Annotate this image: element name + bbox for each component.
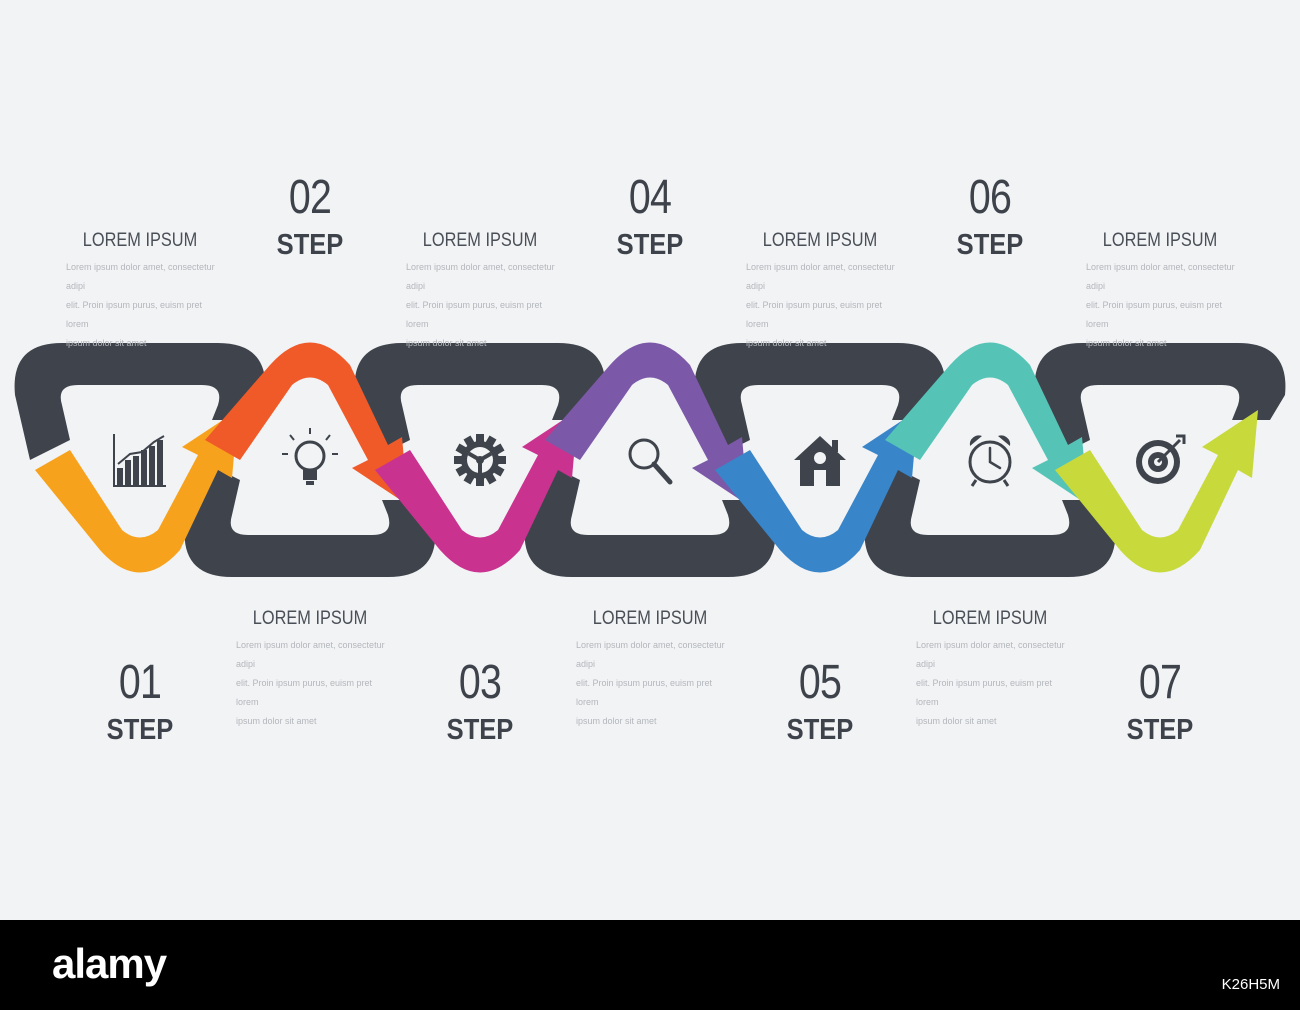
lightbulb-icon — [282, 428, 338, 485]
step-title: LOREM IPSUM — [252, 608, 368, 629]
footer-logo: alamy — [52, 940, 167, 987]
step-description: Lorem ipsum dolor amet, consectetur adip… — [746, 258, 898, 353]
step-description: Lorem ipsum dolor amet, consectetur adip… — [66, 258, 218, 353]
chain-link-07 — [1034, 343, 1286, 460]
house-icon — [794, 436, 846, 486]
description-line: elit. Proin ipsum purus, euism pret lore… — [66, 300, 203, 329]
magnifier-icon — [628, 438, 673, 485]
step-title: LOREM IPSUM — [592, 608, 708, 629]
chain-link-02 — [184, 460, 436, 577]
step-number-01: 01 — [118, 656, 162, 709]
description-line: Lorem ipsum dolor amet, consectetur adip… — [236, 640, 385, 669]
step-label: STEP — [616, 229, 684, 261]
arrow-step-03 — [375, 410, 578, 573]
description-line: elit. Proin ipsum purus, euism pret lore… — [916, 678, 1053, 707]
infographic — [14, 342, 1286, 577]
step-number-05: 05 — [798, 656, 842, 709]
bar-chart-icon — [113, 434, 166, 487]
step-label: STEP — [1126, 714, 1194, 746]
step-title: LOREM IPSUM — [82, 230, 198, 251]
step-label: STEP — [106, 714, 174, 746]
arrow-step-01 — [35, 410, 238, 573]
description-line: ipsum dolor sit amet — [236, 716, 317, 726]
step-number-07: 07 — [1138, 656, 1182, 709]
description-line: Lorem ipsum dolor amet, consectetur adip… — [1086, 262, 1235, 291]
arrow-step-02 — [205, 342, 408, 505]
step-label: STEP — [786, 714, 854, 746]
description-line: ipsum dolor sit amet — [1086, 338, 1167, 348]
description-line: ipsum dolor sit amet — [66, 338, 147, 348]
arrow-step-06 — [885, 342, 1088, 505]
description-line: ipsum dolor sit amet — [576, 716, 657, 726]
description-line: ipsum dolor sit amet — [406, 338, 487, 348]
description-line: elit. Proin ipsum purus, euism pret lore… — [1086, 300, 1223, 329]
arrow-step-05 — [715, 410, 918, 573]
gear-icon — [454, 434, 506, 486]
step-arrows — [35, 342, 1258, 573]
step-title: LOREM IPSUM — [762, 230, 878, 251]
description-line: elit. Proin ipsum purus, euism pret lore… — [406, 300, 543, 329]
chain-link-05 — [694, 343, 946, 460]
step-title: LOREM IPSUM — [932, 608, 1048, 629]
step-title: LOREM IPSUM — [1102, 230, 1218, 251]
alarm-clock-icon — [968, 435, 1012, 487]
chain-links — [14, 343, 1286, 577]
chain-link-01 — [14, 343, 266, 460]
step-title: LOREM IPSUM — [422, 230, 538, 251]
step-description: Lorem ipsum dolor amet, consectetur adip… — [236, 636, 388, 731]
process-diagram — [14, 342, 1286, 577]
description-line: Lorem ipsum dolor amet, consectetur adip… — [406, 262, 555, 291]
description-line: ipsum dolor sit amet — [746, 338, 827, 348]
description-line: Lorem ipsum dolor amet, consectetur adip… — [916, 640, 1065, 669]
step-description: Lorem ipsum dolor amet, consectetur adip… — [406, 258, 558, 353]
chain-link-04 — [524, 460, 776, 577]
step-icons — [113, 428, 1186, 487]
target-icon — [1136, 434, 1186, 484]
step-label: STEP — [956, 229, 1024, 261]
step-description: Lorem ipsum dolor amet, consectetur adip… — [916, 636, 1068, 731]
description-line: Lorem ipsum dolor amet, consectetur adip… — [66, 262, 215, 291]
description-line: elit. Proin ipsum purus, euism pret lore… — [746, 300, 883, 329]
step-label: STEP — [276, 229, 344, 261]
step-number-02: 02 — [288, 171, 332, 224]
description-line: Lorem ipsum dolor amet, consectetur adip… — [576, 640, 725, 669]
image-id: K26H5M — [1221, 976, 1280, 993]
description-line: elit. Proin ipsum purus, euism pret lore… — [236, 678, 373, 707]
description-line: elit. Proin ipsum purus, euism pret lore… — [576, 678, 713, 707]
description-line: ipsum dolor sit amet — [916, 716, 997, 726]
description-line: Lorem ipsum dolor amet, consectetur adip… — [746, 262, 895, 291]
step-description: Lorem ipsum dolor amet, consectetur adip… — [576, 636, 728, 731]
step-description: Lorem ipsum dolor amet, consectetur adip… — [1086, 258, 1238, 353]
arrow-step-07 — [1055, 410, 1258, 573]
step-number-04: 04 — [628, 171, 672, 224]
chain-link-03 — [354, 343, 606, 460]
footer-bar: alamy — [0, 920, 1300, 1010]
step-number-06: 06 — [968, 171, 1012, 224]
arrow-step-04 — [545, 342, 748, 505]
step-number-03: 03 — [458, 656, 502, 709]
step-label: STEP — [446, 714, 514, 746]
chain-link-06 — [864, 460, 1116, 577]
